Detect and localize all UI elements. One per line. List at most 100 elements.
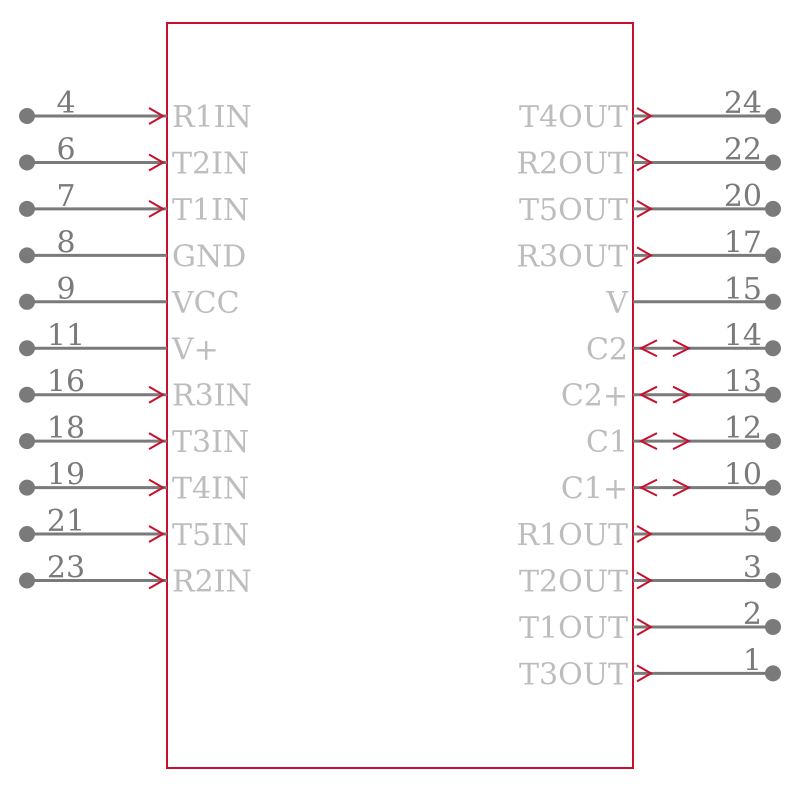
left-pin-23: 23 R2IN: [19, 551, 252, 600]
left-pin-18-number: 18: [47, 411, 85, 446]
left-pin-6-input-arrow-icon: [148, 153, 166, 172]
left-pin-6-endpoint: [19, 154, 35, 171]
right-pin-10-bidir-right-arrow-icon: [672, 478, 692, 497]
right-pin-10-endpoint: [765, 479, 781, 496]
left-pin-21-label: T5IN: [172, 518, 249, 553]
right-pin-5: 5 R1OUT: [516, 504, 781, 553]
right-pin-2-number: 2: [743, 597, 762, 632]
left-pin-16-input-arrow-icon: [148, 385, 166, 404]
right-pin-22-output-arrow-icon: [636, 153, 654, 172]
left-pin-19-input-arrow-icon: [148, 478, 166, 497]
left-pin-8-endpoint: [19, 247, 35, 264]
left-pin-4: 4 R1IN: [19, 86, 252, 135]
right-pin-20-label: T5OUT: [519, 193, 628, 228]
right-pin-group: 24T4OUT22R2OUT20T5OUT17R3OUT15V14C213C2+…: [516, 86, 781, 692]
right-pin-24-number: 24: [724, 86, 762, 121]
right-pin-15-number: 15: [724, 272, 762, 307]
right-pin-17-label: R3OUT: [516, 239, 628, 274]
right-pin-15: 15 V: [605, 272, 781, 321]
left-pin-23-endpoint: [19, 572, 35, 589]
right-pin-12-number: 12: [724, 411, 762, 446]
left-pin-19-endpoint: [19, 479, 35, 496]
right-pin-20-endpoint: [765, 200, 781, 217]
right-pin-1-label: T3OUT: [519, 657, 628, 692]
right-pin-5-label: R1OUT: [516, 518, 628, 553]
left-pin-4-label: R1IN: [172, 100, 252, 135]
right-pin-12-label: C1: [586, 425, 628, 460]
left-pin-8-label: GND: [172, 239, 246, 274]
left-pin-23-number: 23: [47, 551, 85, 586]
right-pin-17-number: 17: [724, 225, 762, 260]
right-pin-13-number: 13: [724, 365, 762, 400]
right-pin-3-label: T2OUT: [519, 565, 628, 600]
left-pin-7-endpoint: [19, 200, 35, 217]
left-pin-4-input-arrow-icon: [148, 107, 166, 125]
right-pin-15-label: V: [605, 286, 629, 321]
left-pin-7-number: 7: [56, 179, 75, 214]
right-pin-2-output-arrow-icon: [636, 618, 654, 636]
left-pin-11-endpoint: [19, 340, 35, 357]
left-pin-9-endpoint: [19, 293, 35, 310]
left-pin-11-number: 11: [47, 318, 85, 353]
right-pin-24-endpoint: [765, 108, 781, 124]
left-pin-7: 7 T1IN: [19, 179, 249, 228]
right-pin-1-endpoint: [765, 665, 781, 682]
right-pin-12: 12 C1: [586, 411, 781, 460]
left-pin-9: 9 VCC: [19, 272, 240, 321]
left-pin-18-input-arrow-icon: [148, 432, 166, 451]
left-pin-4-endpoint: [19, 108, 35, 124]
left-pin-19-label: T4IN: [172, 472, 249, 507]
left-pin-7-input-arrow-icon: [148, 200, 166, 218]
right-pin-3-output-arrow-icon: [636, 571, 654, 590]
right-pin-17-output-arrow-icon: [636, 246, 654, 265]
left-pin-21-input-arrow-icon: [148, 525, 166, 543]
left-pin-16-label: R3IN: [172, 379, 252, 414]
left-pin-11: 11 V+: [19, 318, 219, 367]
right-pin-12-endpoint: [765, 433, 781, 450]
right-pin-14-bidir-left-arrow-icon: [638, 339, 658, 358]
right-pin-1-output-arrow-icon: [636, 664, 654, 683]
right-pin-22-endpoint: [765, 154, 781, 171]
right-pin-1-number: 1: [743, 643, 762, 678]
right-pin-14-label: C2: [586, 332, 628, 367]
right-pin-13: 13 C2+: [561, 365, 781, 414]
right-pin-20-number: 20: [724, 179, 762, 214]
left-pin-18-label: T3IN: [172, 425, 249, 460]
left-pin-7-label: T1IN: [172, 193, 249, 228]
right-pin-13-endpoint: [765, 386, 781, 403]
left-pin-6-label: T2IN: [172, 146, 249, 181]
left-pin-11-label: V+: [171, 332, 219, 367]
right-pin-5-endpoint: [765, 526, 781, 543]
left-pin-21-number: 21: [47, 504, 85, 539]
right-pin-13-bidir-right-arrow-icon: [672, 385, 692, 404]
right-pin-24-output-arrow-icon: [636, 107, 654, 125]
left-pin-16-number: 16: [47, 365, 85, 400]
right-pin-17-endpoint: [765, 247, 781, 264]
left-pin-9-number: 9: [56, 272, 75, 307]
left-pin-23-input-arrow-icon: [148, 571, 166, 590]
right-pin-22-number: 22: [724, 132, 762, 167]
right-pin-13-bidir-left-arrow-icon: [638, 385, 658, 404]
right-pin-14-bidir-right-arrow-icon: [672, 339, 692, 358]
right-pin-13-label: C2+: [561, 379, 628, 414]
left-pin-18-endpoint: [19, 433, 35, 450]
right-pin-20-output-arrow-icon: [636, 200, 654, 218]
right-pin-5-number: 5: [743, 504, 762, 539]
left-pin-16-endpoint: [19, 386, 35, 403]
right-pin-10-bidir-left-arrow-icon: [638, 478, 658, 497]
left-pin-9-label: VCC: [171, 286, 240, 321]
right-pin-10-number: 10: [724, 458, 762, 493]
left-pin-4-number: 4: [56, 86, 75, 121]
right-pin-12-bidir-right-arrow-icon: [672, 432, 692, 451]
left-pin-23-label: R2IN: [172, 565, 252, 600]
right-pin-17: 17 R3OUT: [516, 225, 781, 274]
